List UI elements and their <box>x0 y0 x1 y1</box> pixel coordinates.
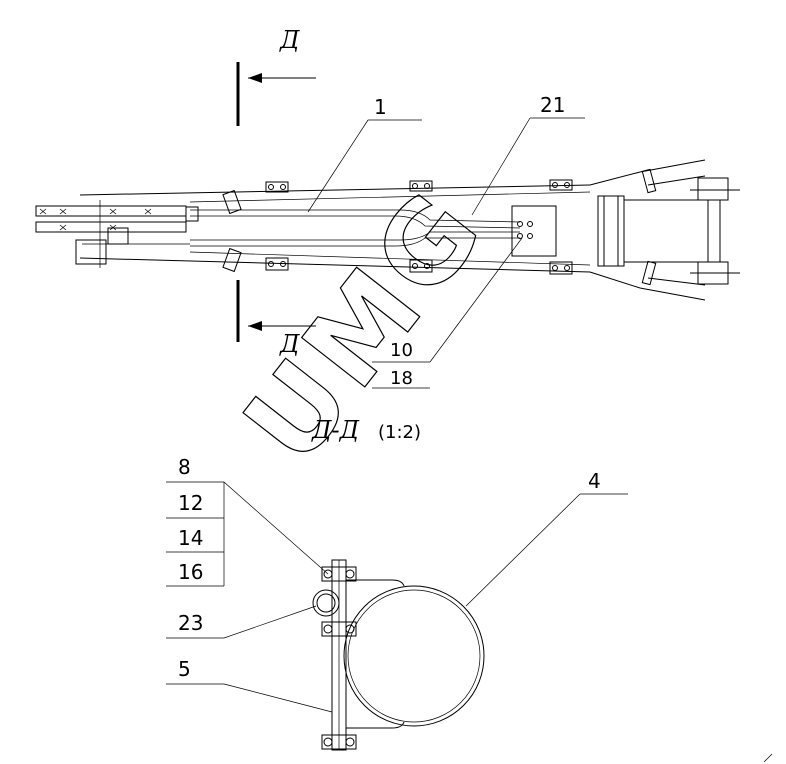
corner-mark <box>763 753 773 763</box>
callout-5: 5 <box>178 657 191 681</box>
clamp-section-view: 8 12 14 16 23 5 4 <box>166 455 628 751</box>
callout-1: 1 <box>374 95 387 119</box>
callout-10: 10 <box>390 340 413 361</box>
callout-12: 12 <box>178 491 203 515</box>
callout-23: 23 <box>178 611 203 635</box>
section-marker-bottom: Д <box>236 280 316 358</box>
leader-21: 21 <box>471 93 585 216</box>
callout-4: 4 <box>588 469 601 493</box>
section-marker-top: Д <box>236 26 316 126</box>
section-title: Д-Д <box>311 416 360 444</box>
leader-10-18: 10 18 <box>372 237 523 389</box>
section-scale: (1:2) <box>378 422 421 443</box>
bolt-row-bottom <box>265 257 573 275</box>
callout-18: 18 <box>390 368 413 389</box>
leader-1: 1 <box>307 95 422 213</box>
section-label-bottom: Д <box>279 330 300 358</box>
callout-8: 8 <box>178 455 191 479</box>
callout-16: 16 <box>178 560 203 584</box>
callout-14: 14 <box>178 526 203 550</box>
bolt-row-top <box>265 179 573 193</box>
section-label-top: Д <box>279 26 300 54</box>
callout-21: 21 <box>540 93 565 117</box>
boom-assembly-plan <box>35 159 740 301</box>
